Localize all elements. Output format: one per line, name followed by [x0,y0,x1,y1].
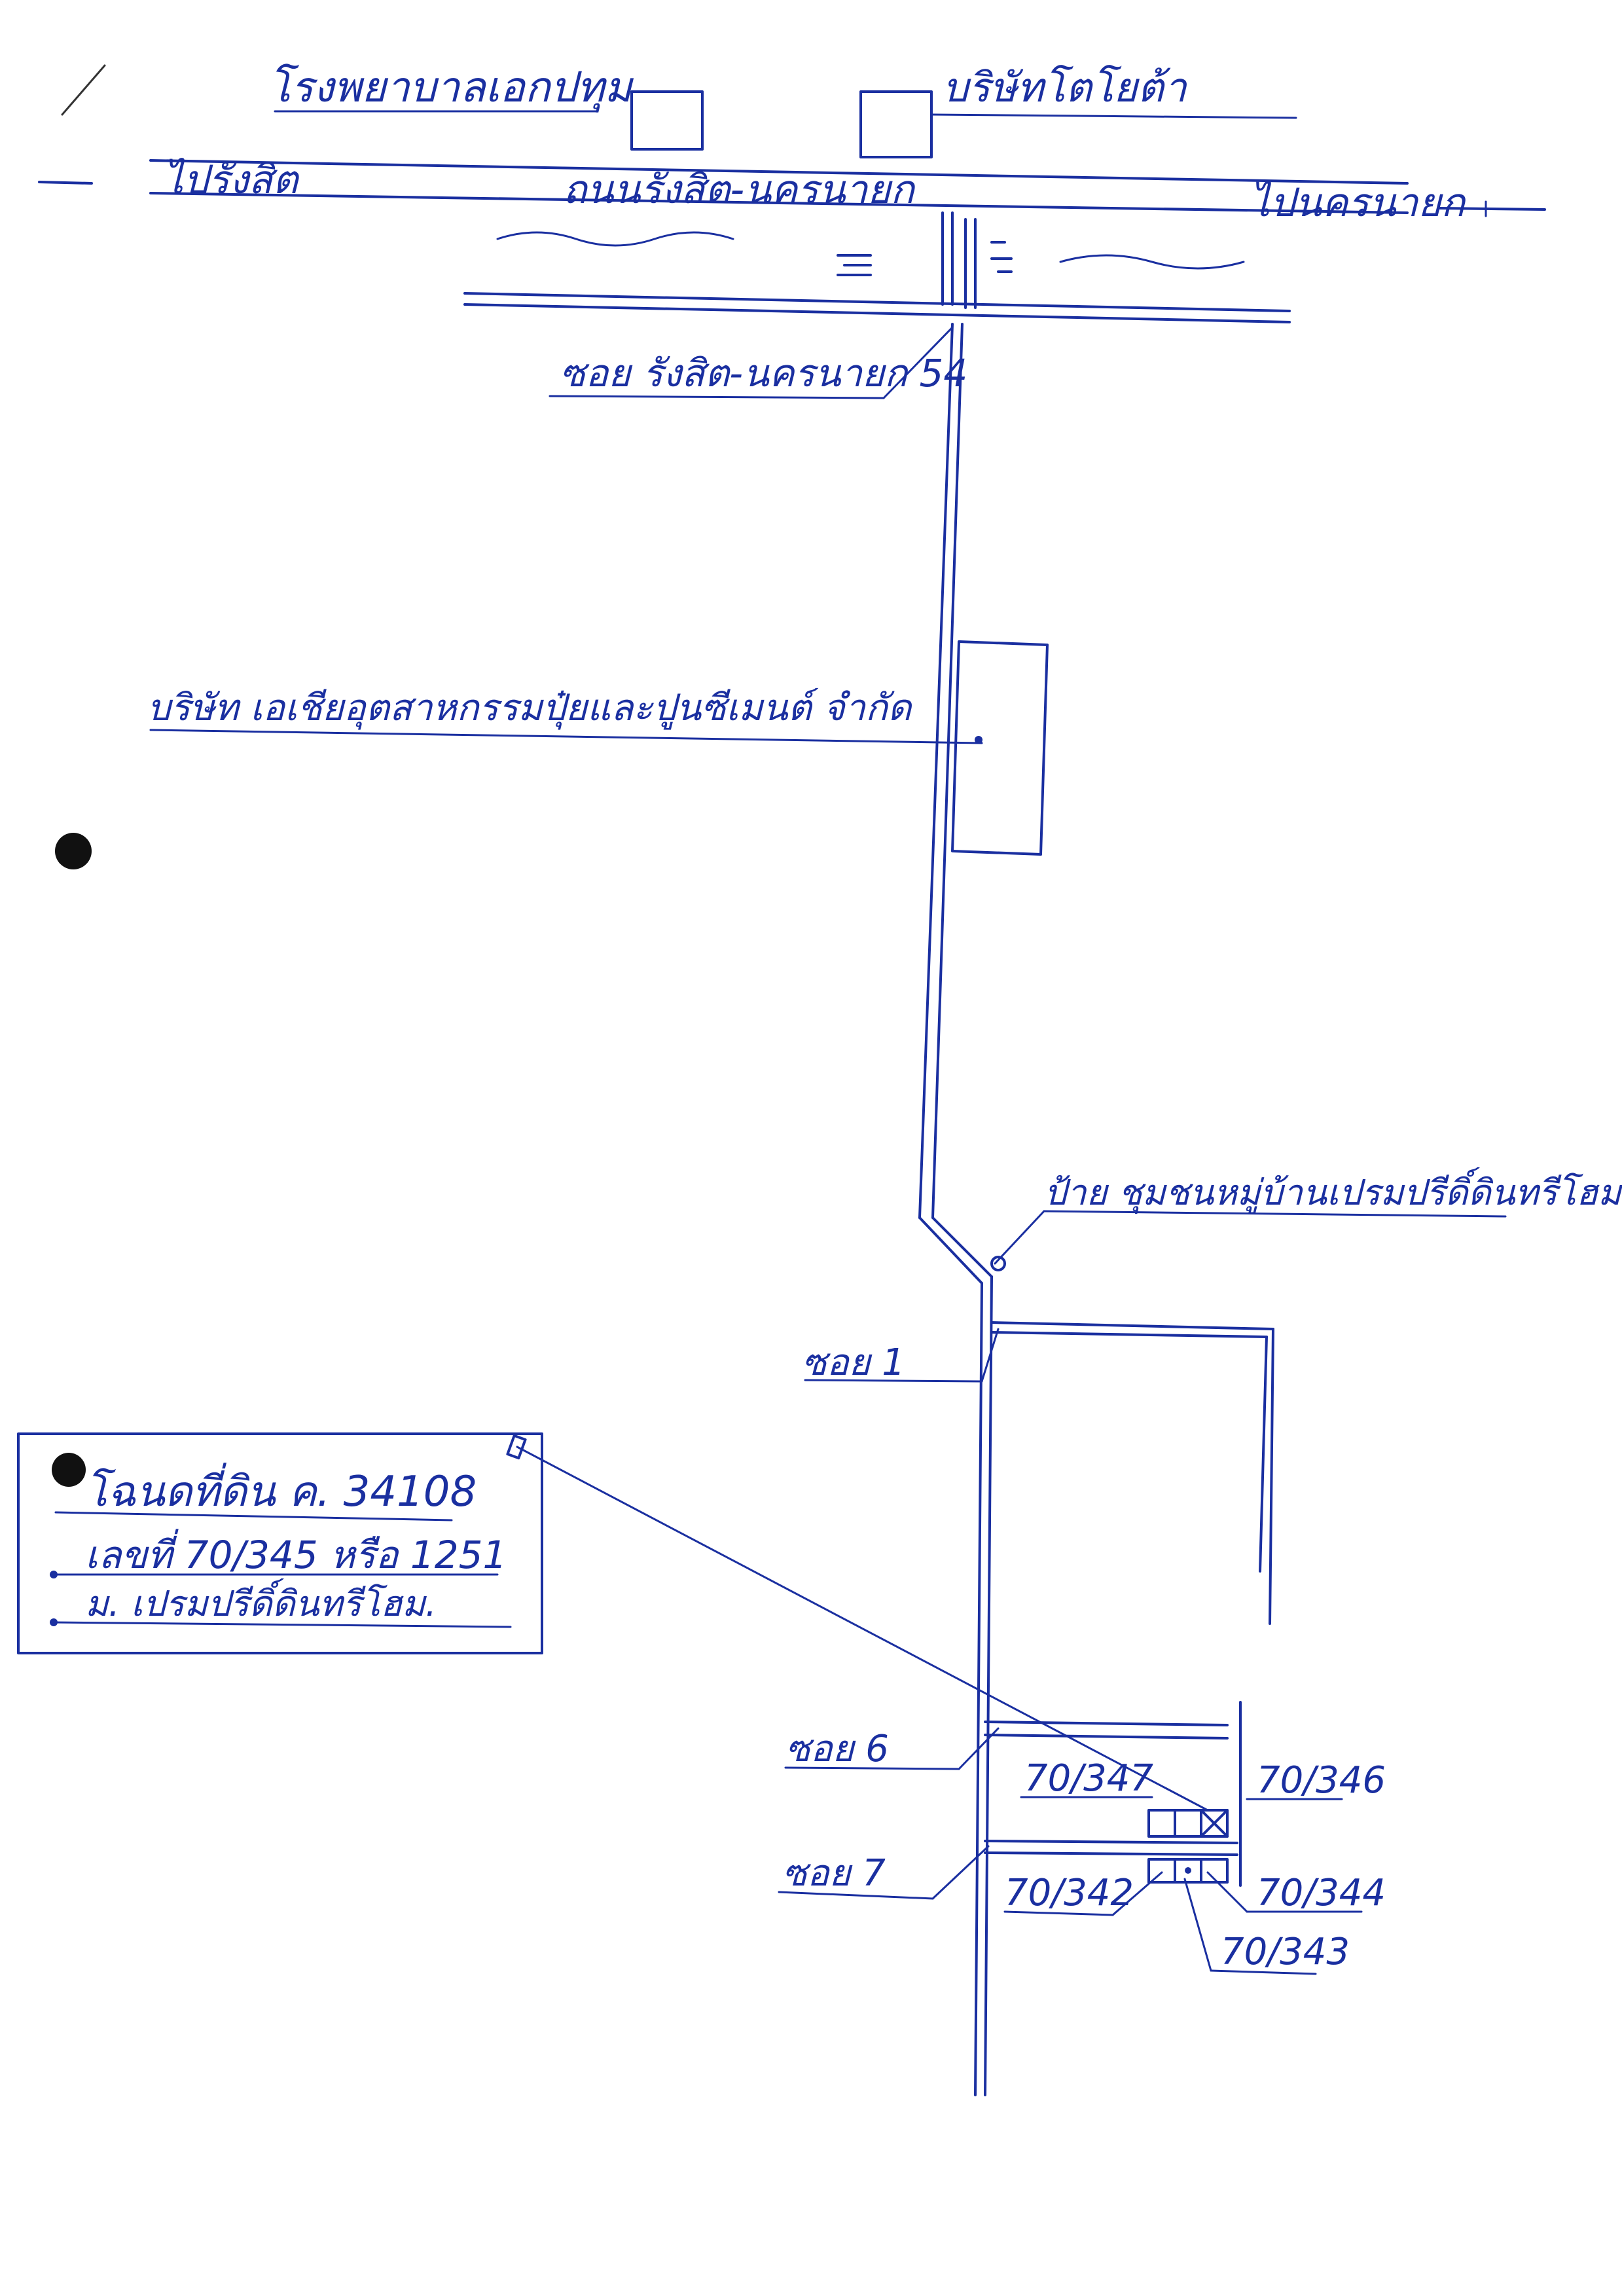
soi-road [918,211,993,2096]
deed-number-text: โฉนดที่ดิน ค. 34108 [85,1463,477,1516]
village-sign-label: ป้าย ชุมชนหมู่บ้านเปรมปรีดิ์ดินทรีโฮม [1044,1167,1622,1214]
toyota-box [859,90,933,158]
house-347-label: 70/347 [1024,1757,1153,1800]
soi-6-label: ซอย 6 [785,1728,889,1770]
toyota-label: บริษัทโตโยต้า [943,64,1188,111]
soi-7-label: ซอย 7 [782,1852,886,1895]
info-box [17,1432,1209,1812]
village-name-text: ม. เปรมปรีดิ์ดินทรีโฮม. [85,1578,437,1624]
hospital-label: โรงพยาบาลเอกปทุม [268,64,634,113]
company-block [951,640,1049,856]
to-rangsit-label: ไปรังสิต [164,157,300,203]
main-road-label: ถนนรังสิต-นครนายก [563,167,916,213]
company-label: บริษัท เอเชียอุตสาหกรรมปุ๋ยและปูนซีเมนต์… [147,687,913,730]
main-road [38,159,1546,323]
house-plots [1147,1809,1229,1884]
soi-1-label: ซอย 1 [802,1341,905,1384]
soi-6-branch [784,1701,1242,1887]
house-346-label: 70/346 [1257,1759,1386,1802]
punch-hole [55,833,92,869]
soi-7-branch [778,1840,1238,1900]
soi-1-branch [804,1321,1274,1625]
address-number-text: เลขที่ 70/345 หรือ 1251 [85,1529,507,1577]
hospital-box [630,90,704,151]
house-343-label: 70/343 [1221,1931,1350,1973]
ink-blot [52,1453,86,1487]
house-344-label: 70/344 [1257,1872,1386,1914]
house-342-label: 70/342 [1005,1872,1134,1914]
to-nakhon-nayok-label: ไปนครนายก [1250,180,1467,226]
soi-54-label: ซอย รังสิต-นครนายก 54 [560,351,967,395]
